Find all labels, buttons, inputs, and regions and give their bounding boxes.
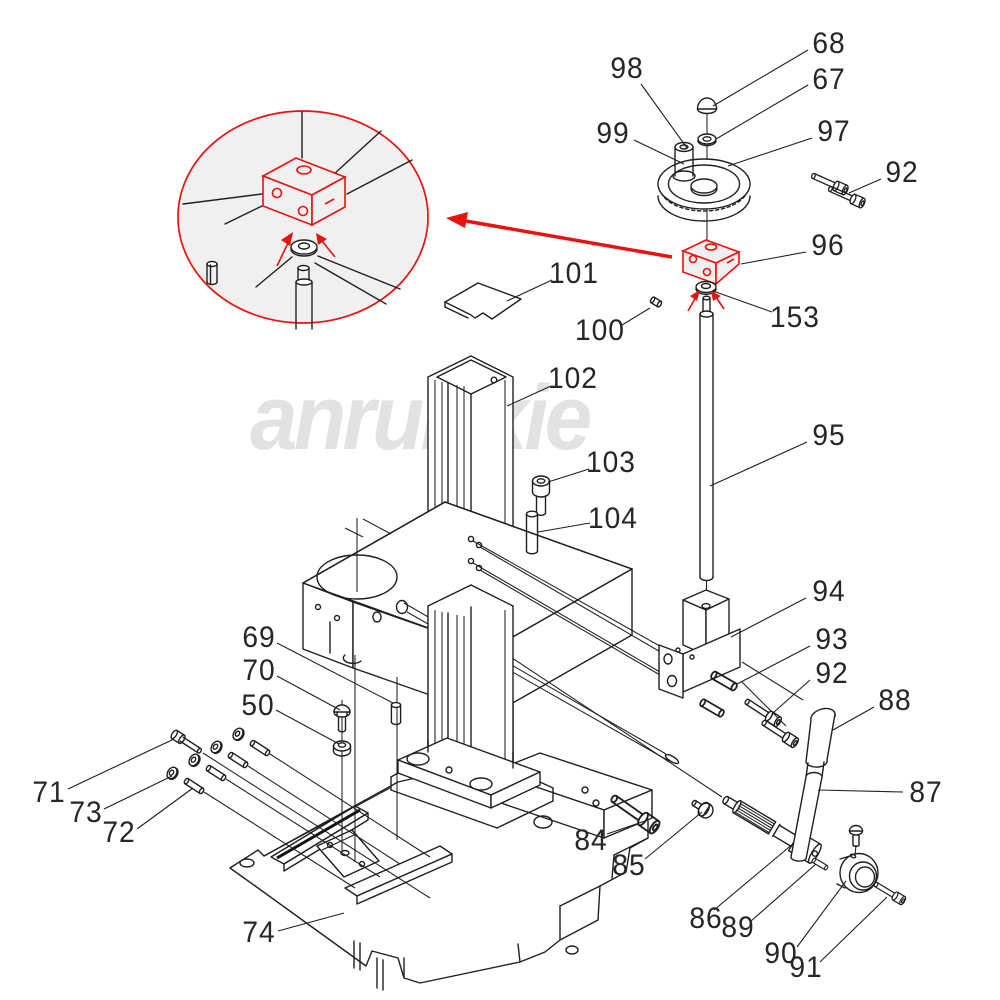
leader-line-84 bbox=[606, 820, 646, 835]
leader-line-50 bbox=[275, 709, 340, 745]
leader-line-92-lower bbox=[772, 679, 811, 714]
part-label-67: 67 bbox=[812, 63, 846, 96]
part-label-102: 102 bbox=[548, 362, 598, 395]
axis-lines-and-fasteners bbox=[332, 655, 402, 862]
inset-shaft bbox=[295, 264, 313, 330]
part-label-72: 72 bbox=[102, 816, 136, 849]
part-label-99: 99 bbox=[596, 117, 630, 150]
pin-104 bbox=[525, 510, 539, 555]
nut-50 bbox=[332, 740, 352, 757]
part-label-104: 104 bbox=[588, 502, 638, 535]
leader-line-91 bbox=[819, 896, 888, 963]
part-label-98: 98 bbox=[610, 52, 644, 85]
watermark-text: anruijixie bbox=[250, 367, 592, 469]
leader-line-99 bbox=[633, 139, 685, 165]
leader-line-68 bbox=[712, 49, 809, 107]
leader-line-67 bbox=[715, 84, 809, 140]
column-102-lower bbox=[302, 501, 633, 766]
handle-87-88 bbox=[790, 707, 836, 862]
leader-line-94 bbox=[730, 597, 807, 638]
part-label-90: 90 bbox=[764, 937, 798, 970]
leader-line-100 bbox=[621, 307, 651, 326]
detail-pointer-arrow bbox=[446, 212, 673, 259]
part-label-94: 94 bbox=[812, 575, 846, 608]
part-label-95: 95 bbox=[812, 419, 846, 452]
left-fastener-group bbox=[164, 725, 431, 899]
leader-line-104 bbox=[537, 522, 591, 533]
leader-line-101 bbox=[506, 279, 553, 302]
leader-line-97 bbox=[727, 137, 813, 167]
part-label-70: 70 bbox=[242, 654, 276, 687]
inset-detail-view bbox=[177, 110, 429, 330]
part-label-96: 96 bbox=[811, 229, 845, 262]
leader-line-89 bbox=[750, 863, 817, 922]
washer-67 bbox=[697, 133, 717, 147]
clamp-block-96 bbox=[680, 239, 742, 286]
leader-lines bbox=[67, 49, 904, 963]
key-100 bbox=[649, 296, 663, 308]
part-label-69: 69 bbox=[242, 621, 276, 654]
part-label-86: 86 bbox=[689, 902, 723, 935]
inset-red-arrows bbox=[276, 232, 336, 267]
leader-line-69 bbox=[276, 642, 394, 704]
part-label-84: 84 bbox=[574, 824, 608, 857]
inset-key-pin bbox=[206, 260, 218, 286]
leader-line-96 bbox=[740, 251, 807, 265]
leader-line-73 bbox=[103, 775, 173, 810]
leader-line-95 bbox=[709, 441, 808, 487]
part-label-103: 103 bbox=[586, 446, 636, 479]
leader-line-85 bbox=[644, 811, 703, 860]
part-label-100: 100 bbox=[575, 314, 625, 347]
leader-line-70 bbox=[276, 675, 341, 711]
part-label-92-lower: 92 bbox=[815, 657, 849, 690]
set-screw-above-collar bbox=[848, 824, 864, 857]
bracket-94 bbox=[658, 589, 741, 699]
leader-line-92-upper bbox=[848, 178, 882, 194]
leader-line-102 bbox=[506, 385, 552, 407]
leader-line-71 bbox=[67, 738, 175, 790]
part-label-101: 101 bbox=[549, 257, 599, 290]
pin-69 bbox=[390, 701, 402, 726]
washer-153 bbox=[695, 280, 717, 295]
leader-line-90 bbox=[796, 880, 847, 948]
part-label-87: 87 bbox=[909, 776, 943, 809]
part-label-93: 93 bbox=[815, 623, 849, 656]
screw-85 bbox=[691, 799, 714, 819]
collar-90 bbox=[836, 824, 879, 894]
part-label-89: 89 bbox=[721, 911, 755, 944]
leader-line-103 bbox=[547, 468, 590, 483]
part-label-73: 73 bbox=[69, 796, 103, 829]
column-foot bbox=[390, 737, 554, 829]
small-red-arrows-153 bbox=[687, 290, 725, 312]
column-cap-101 bbox=[444, 282, 522, 320]
part-label-74: 74 bbox=[242, 916, 276, 949]
inset-nut bbox=[290, 239, 318, 257]
part-label-97: 97 bbox=[817, 115, 851, 148]
bolt-70 bbox=[333, 704, 351, 733]
leader-line-93 bbox=[736, 645, 811, 685]
leader-line-86 bbox=[713, 842, 795, 911]
leader-line-88 bbox=[832, 706, 875, 731]
leader-line-87 bbox=[817, 789, 904, 793]
part-label-85: 85 bbox=[612, 849, 646, 882]
part-label-88: 88 bbox=[878, 684, 912, 717]
cap-nut-68 bbox=[696, 97, 718, 115]
leader-line-98 bbox=[640, 83, 688, 149]
leader-line-72 bbox=[136, 787, 194, 830]
part-label-71: 71 bbox=[32, 776, 66, 809]
gear-assembly bbox=[657, 97, 867, 606]
part-label-91: 91 bbox=[789, 951, 823, 984]
lead-shaft-95 bbox=[699, 295, 714, 606]
part-label-68: 68 bbox=[812, 27, 846, 60]
inset-reference-lines bbox=[182, 111, 413, 305]
part-label-92-upper: 92 bbox=[885, 156, 919, 189]
handle-pin-98-99 bbox=[672, 141, 696, 182]
inset-clamp-block bbox=[261, 157, 347, 227]
part-label-50: 50 bbox=[241, 689, 275, 722]
leader-line-74 bbox=[277, 912, 345, 932]
leader-line-153 bbox=[712, 290, 773, 313]
part-label-153: 153 bbox=[770, 301, 820, 334]
